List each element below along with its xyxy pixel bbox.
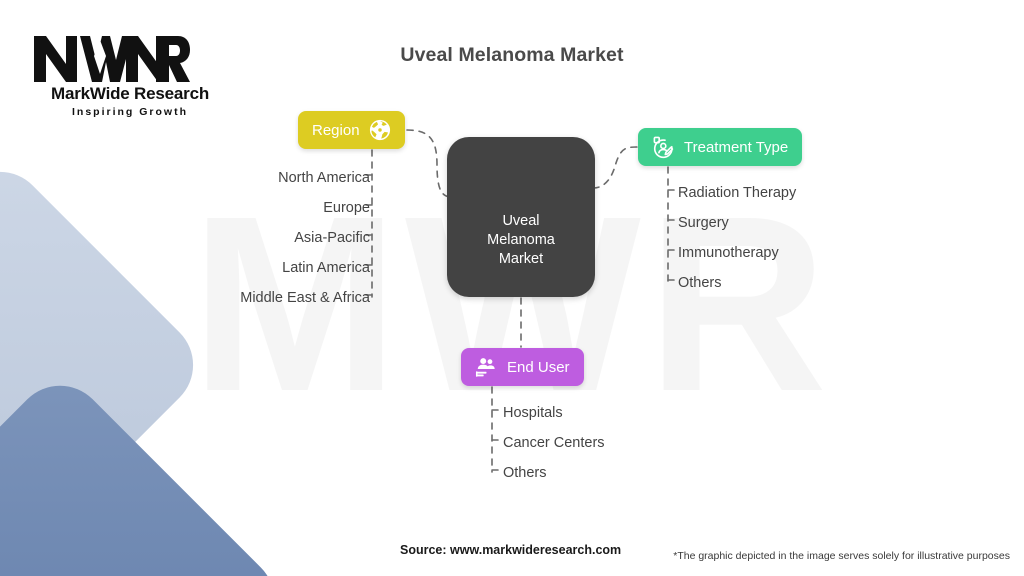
list-item: Asia-Pacific: [294, 230, 370, 246]
list-item: Others: [503, 465, 547, 481]
list-end-user-items: Hospitals Cancer Centers Others: [503, 398, 605, 488]
brand-name: MarkWide Research: [50, 84, 210, 103]
brand-logo: MarkWide Research Inspiring Growth: [30, 30, 230, 118]
center-node: Uveal Melanoma Market: [447, 137, 595, 297]
connector-region-to-center: [406, 129, 451, 198]
connector-center-to-treatment: [592, 146, 638, 189]
list-region-items: North America Europe Asia-Pacific Latin …: [120, 163, 370, 313]
mwr-monogram-icon: [34, 36, 190, 82]
badge-region-label: Region: [312, 121, 360, 139]
list-item: Cancer Centers: [503, 435, 605, 451]
page-title: Uveal Melanoma Market: [400, 44, 624, 66]
badge-region[interactable]: Region: [298, 111, 405, 149]
badge-treatment-type[interactable]: Treatment Type: [638, 128, 803, 166]
list-item: Hospitals: [503, 405, 563, 421]
list-item: Latin America: [282, 260, 370, 276]
badge-treatment-type-label: Treatment Type: [684, 138, 789, 156]
patient-profile-icon: [652, 136, 675, 159]
globe-icon: [369, 119, 391, 141]
brand-tagline: Inspiring Growth: [72, 106, 188, 118]
center-node-label: Uveal Melanoma Market: [487, 213, 555, 267]
users-icon: [475, 356, 498, 379]
badge-end-user-label: End User: [507, 358, 570, 376]
list-item: Middle East & Africa: [240, 290, 370, 306]
list-item: Radiation Therapy: [678, 185, 797, 201]
list-item: Others: [678, 275, 722, 291]
disclaimer-text: *The graphic depicted in the image serve…: [673, 550, 1010, 562]
list-item: Europe: [323, 200, 370, 216]
source-text: Source: www.markwideresearch.com: [400, 543, 622, 557]
list-treatment-type-items: Radiation Therapy Surgery Immunotherapy …: [678, 178, 796, 298]
list-item: North America: [278, 170, 370, 186]
list-item: Immunotherapy: [678, 245, 779, 261]
list-item: Surgery: [678, 215, 729, 231]
badge-end-user[interactable]: End User: [461, 348, 584, 386]
